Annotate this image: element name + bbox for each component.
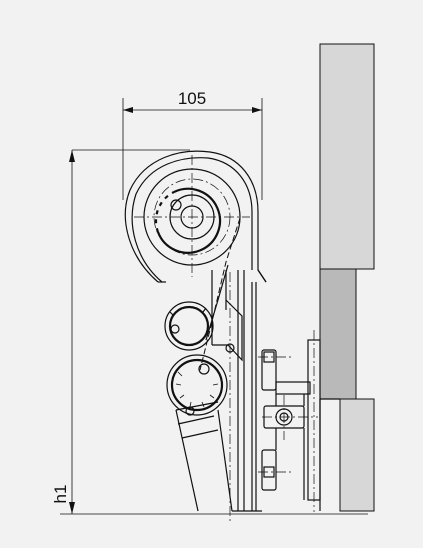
dimension-width-label: 105 [178, 89, 206, 108]
main-roller [134, 155, 250, 277]
wall-upper [319, 43, 375, 270]
belt [199, 217, 241, 371]
guide-rail [175, 401, 233, 512]
upper-guide-roller [164, 301, 214, 351]
dimension-width: 105 [122, 89, 263, 200]
dimension-height: h1 [51, 149, 368, 515]
roller-housing [124, 150, 267, 283]
wall-middle-dark [319, 268, 357, 400]
wall-lower [339, 398, 375, 512]
wall-mount [258, 330, 321, 512]
wall-section [319, 43, 375, 512]
bracket [211, 270, 262, 524]
dimension-height-label: h1 [51, 485, 70, 504]
